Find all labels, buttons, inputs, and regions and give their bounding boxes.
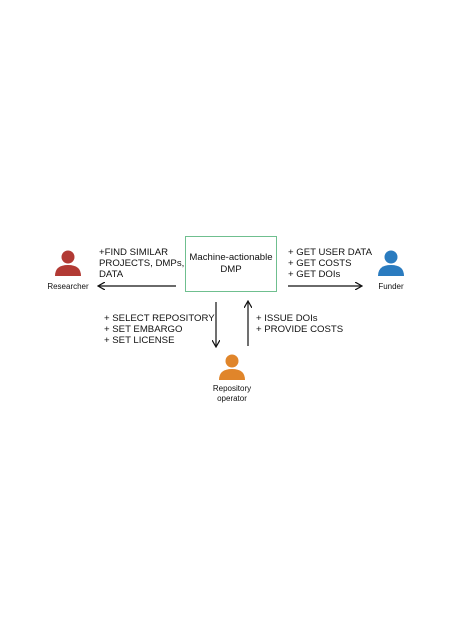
center-title-line2: DMP xyxy=(220,264,242,275)
funder-action-3: + GET DOIs xyxy=(288,269,341,281)
center-title-line1: Machine-actionable xyxy=(189,252,273,263)
researcher-action-1: +FIND SIMILAR xyxy=(99,247,169,258)
repository-receive-3: + SET LICENSE xyxy=(104,335,175,347)
funder-label: Funder xyxy=(378,282,404,291)
repository-operator-label: Repository operator xyxy=(212,384,252,403)
researcher-action-3: DATA xyxy=(99,269,124,281)
machine-actionable-dmp-box: Machine-actionable DMP xyxy=(185,236,277,292)
repository-receive-1: + SELECT REPOSITORY xyxy=(104,313,215,324)
repository-provides-actions: + ISSUE DOIs + PROVIDE COSTS xyxy=(256,313,343,335)
funder-action-1: + GET USER DATA xyxy=(288,247,372,258)
researcher-label: Researcher xyxy=(47,282,89,291)
researcher-action-2: PROJECTS, DMPs, xyxy=(99,258,185,270)
researcher-actions: +FIND SIMILAR PROJECTS, DMPs, DATA xyxy=(99,247,184,281)
repository-receive-2: + SET EMBARGO xyxy=(104,324,183,336)
funder-action-2: + GET COSTS xyxy=(288,258,352,270)
researcher-icon xyxy=(55,250,81,276)
repository-operator-icon xyxy=(219,354,245,380)
repository-receives-actions: + SELECT REPOSITORY + SET EMBARGO + SET … xyxy=(104,313,215,347)
repository-provide-2: + PROVIDE COSTS xyxy=(256,324,344,336)
funder-icon xyxy=(378,250,404,276)
repository-provide-1: + ISSUE DOIs xyxy=(256,313,318,324)
funder-actions: + GET USER DATA + GET COSTS + GET DOIs xyxy=(288,247,372,281)
